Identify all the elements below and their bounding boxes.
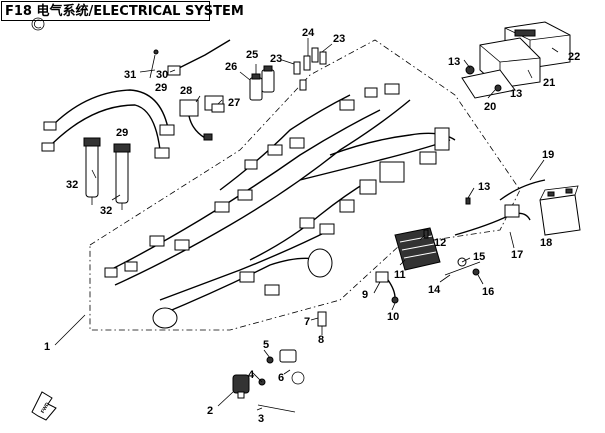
callout-32-right: 32 — [100, 205, 112, 217]
callout-5: 5 — [263, 339, 269, 351]
callout-23-left: 23 — [270, 53, 282, 65]
diagram-title: F18 电气系统/ELECTRICAL SYSTEM — [1, 1, 244, 21]
coil-connector-d — [154, 147, 170, 159]
callout-2: 2 — [207, 405, 213, 417]
callout-21: 21 — [543, 77, 555, 89]
bolt-12 — [423, 229, 429, 239]
bolt-13 — [465, 197, 471, 205]
ignition-coil-left — [83, 137, 101, 205]
rod-3 — [257, 404, 296, 413]
ground-strap-14 — [444, 261, 481, 276]
relay-27 — [204, 95, 225, 113]
callout-28: 28 — [180, 85, 192, 97]
screw-5 — [266, 356, 274, 364]
battery-lead — [499, 179, 546, 201]
main-wiring-harness — [104, 83, 456, 329]
callout-30: 30 — [156, 69, 168, 81]
forward-arrow-icon: FWD — [31, 391, 57, 421]
callout-13-bracket: 13 — [510, 88, 522, 100]
coil-connector-c — [159, 124, 175, 136]
callout-22: 22 — [568, 51, 580, 63]
ignition-coil-right — [113, 143, 131, 210]
callout-4: 4 — [248, 369, 255, 381]
sensor-pin — [149, 54, 156, 79]
terminal-set — [293, 47, 327, 91]
o2-sensor-lead — [174, 39, 231, 71]
callout-26: 26 — [225, 61, 237, 73]
ecu-mount — [461, 65, 516, 99]
sensor-6 — [279, 349, 305, 385]
fwd-label: FWD — [40, 401, 51, 414]
fuse-holder-26 — [249, 73, 263, 101]
callout-32-left: 32 — [66, 179, 78, 191]
callout-19: 19 — [542, 149, 554, 161]
callout-13-harness: 13 — [478, 181, 490, 193]
callout-1: 1 — [44, 341, 50, 353]
callout-15: 15 — [473, 251, 485, 263]
voltage-regulator — [394, 227, 441, 271]
callout-29-mid: 29 — [116, 127, 128, 139]
callout-20: 20 — [484, 101, 496, 113]
copyright-icon — [31, 17, 45, 31]
callout-31: 31 — [124, 69, 136, 81]
leader-lines — [54, 38, 559, 411]
relay-28 — [179, 99, 213, 141]
coil-harness-upper — [49, 89, 169, 129]
starter-relay — [504, 204, 520, 218]
callout-10: 10 — [387, 311, 399, 323]
callout-23-right: 23 — [333, 33, 345, 45]
part-7 — [317, 311, 327, 327]
callout-13-ecu: 13 — [448, 56, 460, 68]
callout-17: 17 — [511, 249, 523, 261]
switch-2 — [232, 374, 250, 399]
callout-labels: 1 2 3 4 5 6 7 8 9 10 11 12 13 13 13 14 1… — [44, 27, 580, 425]
callout-3: 3 — [258, 413, 264, 425]
title-text: F18 电气系统/ELECTRICAL SYSTEM — [5, 4, 244, 19]
callout-6: 6 — [278, 372, 284, 384]
callout-9: 9 — [362, 289, 368, 301]
coil-harness-lower — [47, 104, 161, 151]
callout-11: 11 — [394, 269, 406, 281]
callout-8: 8 — [318, 334, 324, 346]
callout-27: 27 — [228, 97, 240, 109]
callout-25: 25 — [246, 49, 258, 61]
sensor-9 — [375, 271, 389, 283]
bolt-10 — [391, 296, 399, 304]
bolt-16 — [472, 268, 480, 276]
callout-14: 14 — [428, 284, 441, 296]
callout-16: 16 — [482, 286, 494, 298]
fuse-holder-25 — [261, 65, 275, 93]
callout-29-top: 29 — [155, 82, 167, 94]
coil-connector-b — [41, 142, 55, 152]
battery — [539, 185, 581, 236]
coil-connector-a — [43, 121, 57, 131]
callout-7: 7 — [304, 316, 310, 328]
callout-12: 12 — [434, 237, 446, 249]
callout-24: 24 — [302, 27, 315, 39]
callout-18: 18 — [540, 237, 552, 249]
